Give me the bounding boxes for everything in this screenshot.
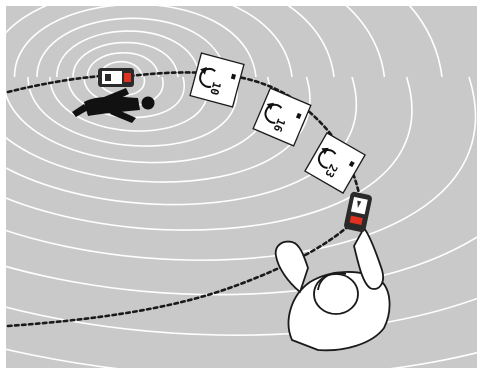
distance-readout-1: 10 xyxy=(207,80,223,96)
distance-display-3: 23 xyxy=(304,132,366,194)
transmitting-beacon-icon xyxy=(98,68,134,87)
field-line xyxy=(86,51,160,78)
field-line xyxy=(338,0,386,78)
field-line xyxy=(49,76,209,132)
field-line xyxy=(36,17,227,78)
field-line xyxy=(0,0,293,78)
snow-field xyxy=(6,6,477,368)
direction-arrowhead-icon xyxy=(266,102,274,111)
field-line xyxy=(0,76,477,261)
rescuer-topdown-icon xyxy=(274,227,391,352)
field-line xyxy=(27,76,238,147)
battery-icon xyxy=(295,112,302,120)
distance-readout-2: 16 xyxy=(270,116,287,134)
search-path-left xyxy=(6,74,104,94)
direction-arrow-arc-icon xyxy=(199,67,216,88)
direction-arrow-arc-icon xyxy=(318,148,337,169)
field-line xyxy=(13,3,257,78)
direction-arrowhead-icon xyxy=(200,66,208,75)
field-line xyxy=(0,0,335,78)
battery-icon xyxy=(230,73,237,80)
direction-arrow-arc-icon xyxy=(264,103,283,124)
field-line xyxy=(56,30,201,78)
field-line xyxy=(0,76,357,206)
buried-person-icon xyxy=(72,88,155,123)
field-line xyxy=(72,41,179,78)
distance-readout-3: 23 xyxy=(322,162,340,180)
distance-display-1: 10 xyxy=(189,52,245,108)
field-line xyxy=(0,76,311,183)
direction-arrowhead-icon xyxy=(321,147,329,155)
field-line xyxy=(0,76,413,231)
field-line xyxy=(0,295,483,336)
battery-icon xyxy=(348,160,355,168)
receiving-beacon-icon xyxy=(344,191,372,233)
distance-display-2: 16 xyxy=(252,87,312,147)
field-line xyxy=(0,231,483,296)
search-path-bottom xyxy=(6,208,367,328)
